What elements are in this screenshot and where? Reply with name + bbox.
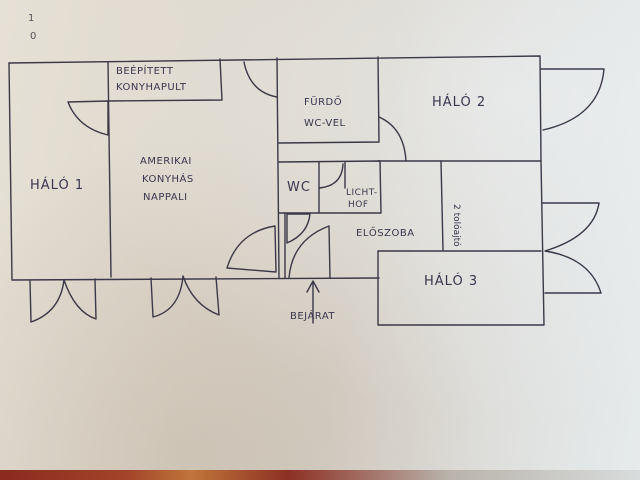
door-wc xyxy=(286,213,311,244)
page-mark-1: 1 xyxy=(28,13,35,24)
label-halo3: HÁLÓ 3 xyxy=(424,274,479,289)
wall-halo1 xyxy=(107,61,112,278)
wc-block xyxy=(278,160,382,214)
tabletop-edge xyxy=(0,470,640,480)
label-entrance: BEJÁRAT xyxy=(290,311,336,322)
window-halo1 xyxy=(29,278,97,323)
door-lichthof xyxy=(318,163,344,189)
wall-bathroom xyxy=(278,56,380,144)
label-kitchen-counter-1: BEÉPÍTETT xyxy=(116,66,174,77)
label-halo2: HÁLÓ 2 xyxy=(432,95,487,110)
label-lichthof-1: LICHT- xyxy=(346,188,378,198)
kitchen-counter-box xyxy=(107,58,223,102)
wall-living xyxy=(276,57,280,279)
window-halo3 xyxy=(542,202,602,294)
window-living xyxy=(150,275,220,318)
label-halo1: HÁLÓ 1 xyxy=(30,178,85,193)
label-living-3: NAPPALI xyxy=(143,192,188,203)
outer-wall-top xyxy=(8,55,542,162)
label-kitchen-counter-2: KONYHAPULT xyxy=(116,82,187,93)
outer-wall-left-bottom xyxy=(8,62,380,281)
label-living-2: KONYHÁS xyxy=(142,174,194,185)
door-entrance xyxy=(288,225,331,279)
label-wc: WC xyxy=(287,180,311,195)
door-bath xyxy=(378,116,407,162)
label-living-1: AMERIKAI xyxy=(140,156,192,167)
door-kitchen xyxy=(243,61,278,98)
label-bathroom-1: FÜRDŐ xyxy=(304,97,343,108)
label-bathroom-2: WC-VEL xyxy=(304,118,346,129)
label-sliding-door: 2 tolóajtó xyxy=(451,204,461,247)
outer-wall-right xyxy=(377,160,545,326)
page-mark-2: 0 xyxy=(30,31,37,42)
door-living-hall xyxy=(226,225,277,273)
arrow-up-icon xyxy=(306,280,320,324)
wall-sliding xyxy=(440,160,444,251)
label-lichthof-2: HOF xyxy=(348,200,369,210)
window-halo2 xyxy=(540,68,605,131)
label-hall: ELŐSZOBA xyxy=(356,228,415,239)
door-halo1 xyxy=(67,100,109,136)
